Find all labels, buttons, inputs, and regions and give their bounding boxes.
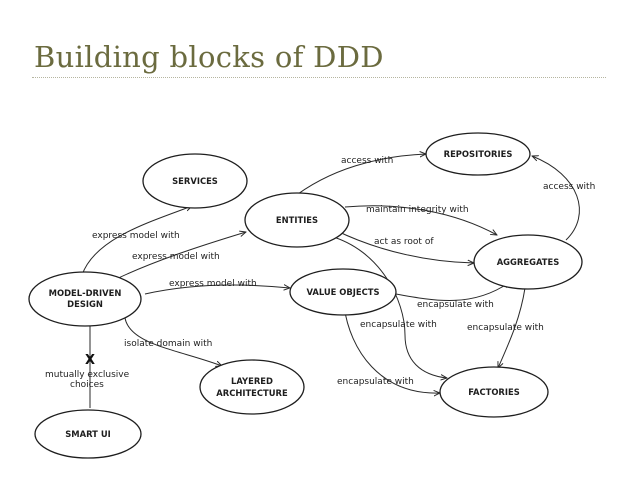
- node-entities: ENTITIES: [244, 192, 350, 248]
- label-maintain-integrity: maintain integrity with: [366, 205, 469, 215]
- slide-title: Building blocks of DDD: [34, 40, 384, 74]
- node-model-driven-label-line2: DESIGN: [67, 299, 103, 309]
- edge-entities-factories: [329, 235, 447, 378]
- mutually-exclusive-x-mark: X: [85, 353, 95, 368]
- label-encapsulate-vo-aggregates: encapsulate with: [417, 300, 494, 310]
- label-encapsulate-vo-factories: encapsulate with: [337, 377, 414, 387]
- label-encapsulate-aggregates-factories: encapsulate with: [467, 323, 544, 333]
- node-value-objects-label: VALUE OBJECTS: [306, 287, 379, 297]
- edge-mdd-layered: [124, 317, 222, 366]
- title-divider: [32, 77, 606, 78]
- edge-aggregates-factories: [498, 287, 526, 368]
- node-layered-label-line1: LAYERED: [231, 376, 273, 386]
- edge-entities-aggregates-integrity: [344, 205, 497, 235]
- node-aggregates: AGGREGATES: [473, 234, 583, 290]
- node-model-driven-label-line1: MODEL-DRIVEN: [49, 288, 122, 298]
- node-smart-ui-label: SMART UI: [65, 429, 110, 439]
- node-repositories: REPOSITORIES: [425, 132, 531, 176]
- label-express-entities: express model with: [132, 252, 220, 262]
- edges: [81, 154, 580, 408]
- label-act-as-root: act as root of: [374, 237, 434, 247]
- node-repositories-label: REPOSITORIES: [444, 149, 513, 159]
- edge-entities-aggregates-root: [334, 229, 474, 263]
- label-access-with-aggregates: access with: [543, 182, 595, 192]
- node-smart-ui: SMART UI: [34, 409, 142, 459]
- node-layered-label-line2: ARCHITECTURE: [216, 388, 288, 398]
- edge-entities-repositories: [289, 154, 426, 201]
- label-isolate-domain: isolate domain with: [124, 339, 212, 349]
- node-factories: FACTORIES: [439, 366, 549, 418]
- edge-labels: access with access with maintain integri…: [45, 156, 595, 390]
- edge-mdd-entities: [107, 232, 246, 284]
- node-value-objects: VALUE OBJECTS: [289, 268, 397, 316]
- node-aggregates-label: AGGREGATES: [497, 257, 560, 267]
- node-services-label: SERVICES: [172, 176, 218, 186]
- label-choices: choices: [70, 380, 104, 390]
- node-services: SERVICES: [142, 153, 248, 209]
- node-model-driven-design: MODEL-DRIVEN DESIGN: [28, 271, 142, 327]
- edge-vo-factories: [343, 305, 440, 393]
- label-mutually-exclusive: mutually exclusive: [45, 370, 130, 380]
- node-layered-architecture: LAYERED ARCHITECTURE: [199, 359, 305, 415]
- node-entities-label: ENTITIES: [276, 215, 318, 225]
- label-access-with-repositories: access with: [341, 156, 393, 166]
- label-encapsulate-entities-factories: encapsulate with: [360, 320, 437, 330]
- node-factories-label: FACTORIES: [468, 387, 520, 397]
- label-express-services: express model with: [92, 231, 180, 241]
- label-express-value-objects: express model with: [169, 279, 257, 289]
- edge-mdd-value-objects: [144, 285, 290, 295]
- edge-aggregates-repositories: [532, 156, 580, 241]
- edge-mdd-services: [81, 206, 192, 276]
- edge-vo-aggregates: [384, 282, 510, 301]
